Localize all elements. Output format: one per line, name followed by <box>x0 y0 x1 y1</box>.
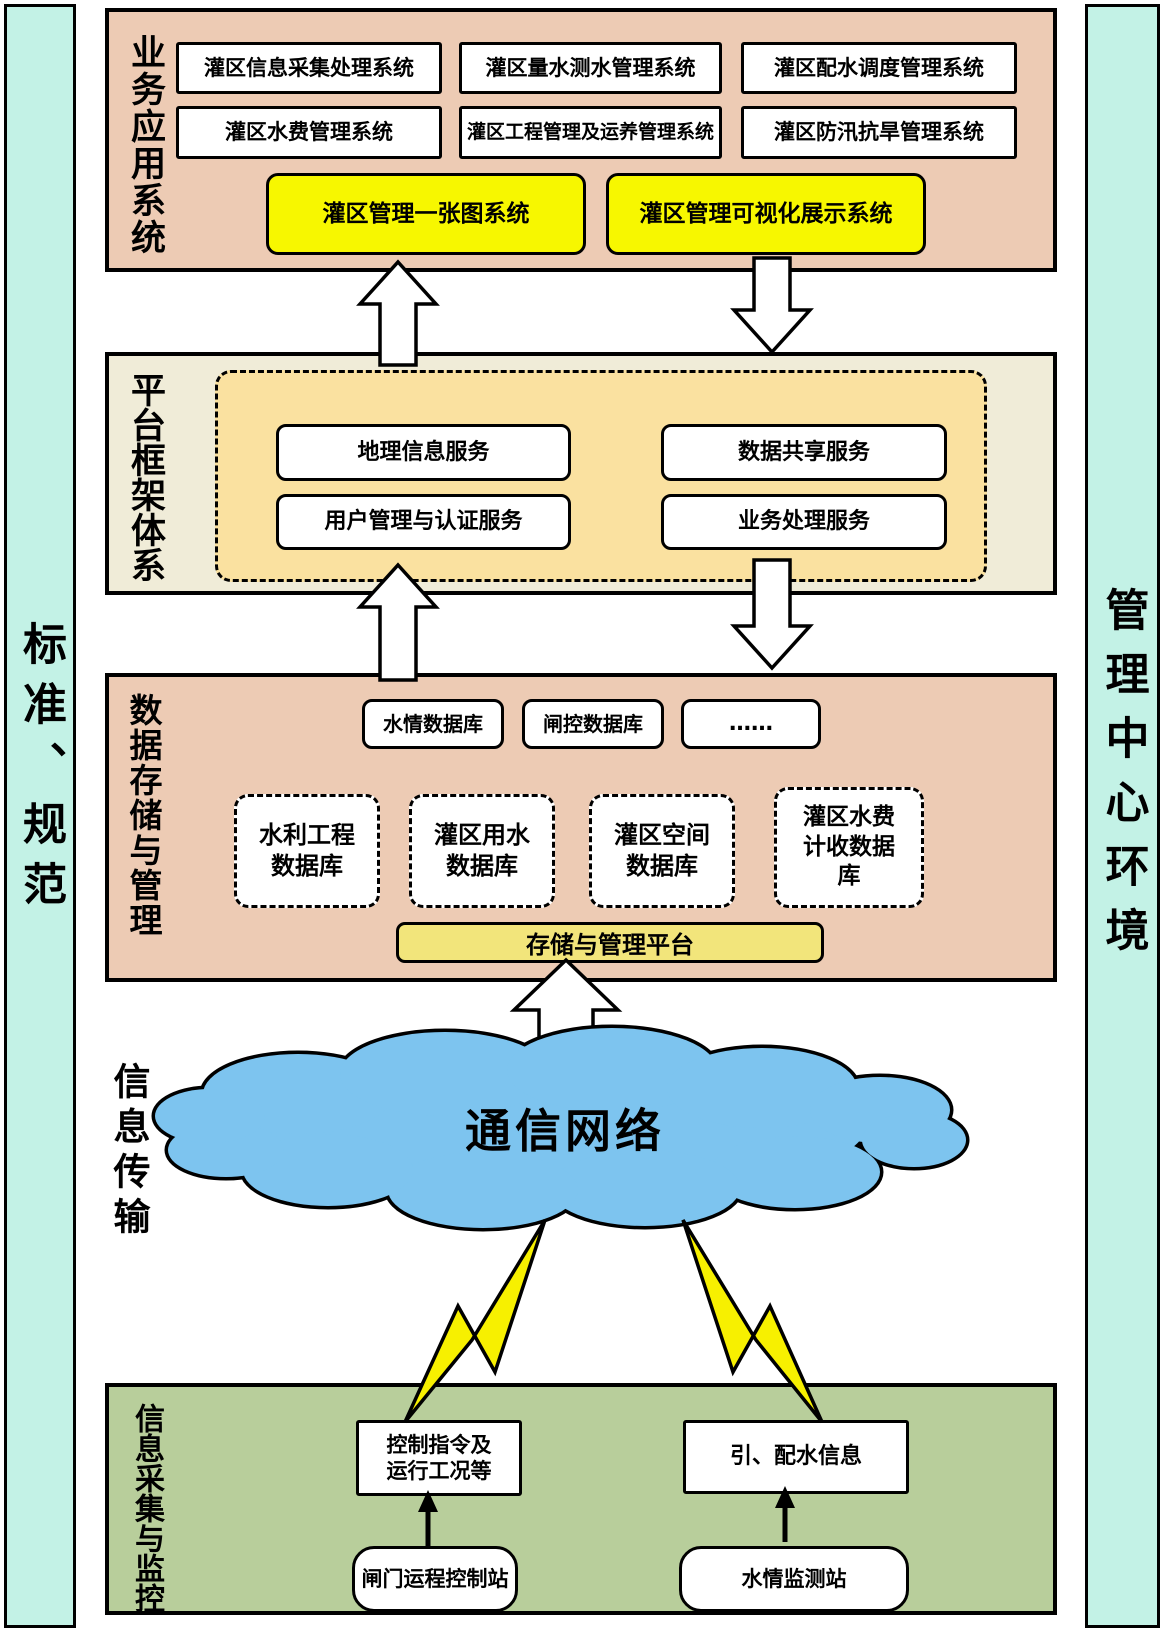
transmission-label: 信息传输 <box>107 1062 150 1242</box>
system-box-info-collection: 灌区信息采集处理系统 <box>176 42 442 94</box>
section-collection-label: 信息采集与监控 <box>129 1403 164 1613</box>
db-dashed-label: 灌区水费计收数据库 <box>803 803 895 890</box>
service-box-gis: 地理信息服务 <box>276 424 571 481</box>
db-dashed-label: 水利工程数据库 <box>259 820 355 880</box>
system-box-flood-drought: 灌区防汛抗旱管理系统 <box>741 106 1017 159</box>
system-box-water-fee: 灌区水费管理系统 <box>176 106 442 159</box>
section-data-storage: 数据存储与管理 水情数据库 闸控数据库 …… 水利工程数据库 灌区用水数据库 灌… <box>105 673 1057 982</box>
info-box-control-commands: 控制指令及运行工况等 <box>356 1420 522 1496</box>
info-box-label: 控制指令及运行工况等 <box>386 1432 492 1483</box>
system-box-one-map: 灌区管理一张图系统 <box>266 173 586 255</box>
db-box-gate-control: 闸控数据库 <box>522 699 664 749</box>
section-platform-label: 平台框架体系 <box>125 372 165 582</box>
info-box-water-diversion: 引、配水信息 <box>683 1420 909 1494</box>
db-dashed-label: 灌区用水数据库 <box>434 820 530 880</box>
section-data-label: 数据存储与管理 <box>124 693 163 938</box>
station-box-gate-control: 闸门运程控制站 <box>352 1546 518 1612</box>
system-box-engineering: 灌区工程管理及运养管理系统 <box>459 106 722 159</box>
db-box-hydrology: 水情数据库 <box>362 699 504 749</box>
right-sidebar-label: 管理中心环境 <box>1097 587 1149 971</box>
section-business-applications: 业务应用系统 灌区信息采集处理系统 灌区量水测水管理系统 灌区配水调度管理系统 … <box>105 8 1057 272</box>
storage-platform-bar: 存储与管理平台 <box>396 922 824 963</box>
db-dashed-irrigation-use: 灌区用水数据库 <box>409 794 555 908</box>
right-sidebar: 管理中心环境 <box>1085 4 1160 1628</box>
left-sidebar: 标准、规范 <box>4 4 76 1628</box>
left-sidebar-label: 标准、规范 <box>15 621 66 921</box>
section-business-label: 业务应用系统 <box>125 34 165 256</box>
station-box-hydrology-monitor: 水情监测站 <box>679 1546 909 1612</box>
db-dashed-label: 灌区空间数据库 <box>614 820 710 880</box>
cloud-label: 通信网络 <box>465 1104 665 1158</box>
db-dashed-water-fee: 灌区水费计收数据库 <box>774 787 924 908</box>
section-platform-framework: 平台框架体系 地理信息服务 数据共享服务 用户管理与认证服务 业务处理服务 <box>105 352 1057 595</box>
service-box-user-auth: 用户管理与认证服务 <box>276 494 571 550</box>
section-info-collection: 信息采集与监控 控制指令及运行工况等 引、配水信息 闸门运程控制站 水情监测站 <box>105 1383 1057 1615</box>
service-box-data-sharing: 数据共享服务 <box>661 424 947 481</box>
system-box-water-measure: 灌区量水测水管理系统 <box>459 42 722 94</box>
arrow-up-platform-to-business <box>356 259 440 367</box>
db-dashed-water-engineering: 水利工程数据库 <box>234 794 380 908</box>
system-box-water-dispatch: 灌区配水调度管理系统 <box>741 42 1017 94</box>
service-box-business-process: 业务处理服务 <box>661 494 947 550</box>
arrow-down-business-to-platform <box>730 256 814 355</box>
system-box-visualization: 灌区管理可视化展示系统 <box>606 173 926 255</box>
db-box-ellipsis: …… <box>681 699 821 749</box>
db-dashed-spatial: 灌区空间数据库 <box>589 794 735 908</box>
